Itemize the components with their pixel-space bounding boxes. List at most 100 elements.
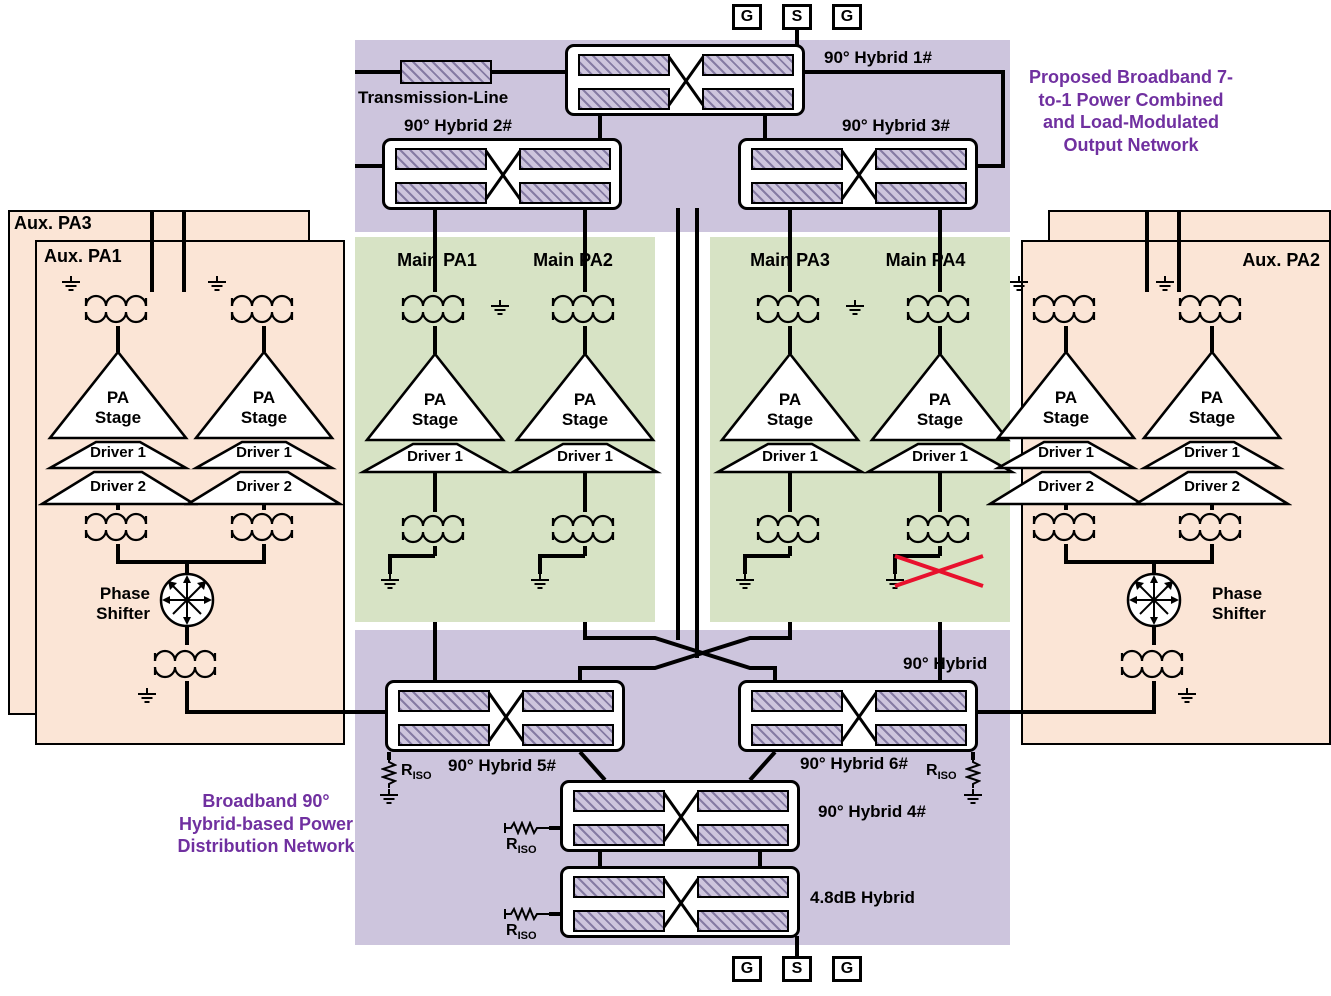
wire: [116, 504, 120, 510]
crossover-wires: [433, 622, 942, 684]
ground-icon: [1176, 688, 1198, 704]
amp-main-pa4: PA Stage Driver 1: [860, 352, 1020, 476]
wire: [598, 112, 602, 140]
driver1-label: Driver 1: [762, 448, 818, 465]
amp-aux-left-1: PA Stage Driver 1 Driver 2: [38, 350, 198, 508]
coupled-line-segment: [398, 724, 490, 746]
driver1-label: Driver 1: [1184, 444, 1240, 461]
transformer-icon: [550, 510, 620, 546]
ground-icon: [60, 276, 82, 292]
pa-stage-label: PA Stage: [240, 388, 288, 427]
hybrid-3: [738, 138, 978, 210]
transmission-line-element: [400, 60, 492, 84]
riso-sub: ISO: [517, 844, 537, 857]
riso-base: R: [926, 762, 938, 779]
wire: [788, 546, 792, 556]
transformer-icon: [550, 290, 620, 326]
transformer-icon: [755, 510, 825, 546]
hybrid-48db: [560, 866, 800, 938]
wire: [150, 210, 154, 292]
ground-icon: [734, 574, 756, 590]
coupled-line-segment: [573, 824, 665, 846]
ground-icon: [962, 789, 984, 805]
cross-coupling-icon: [667, 56, 705, 106]
hybrid2-label: 90° Hybrid 2#: [404, 116, 512, 135]
wire: [763, 112, 767, 140]
wire: [387, 752, 391, 760]
wire: [538, 554, 542, 574]
pa-stage-label: PA Stage: [916, 390, 964, 429]
wire: [938, 326, 942, 354]
wire: [355, 164, 384, 168]
phase-shifter-label-left: Phase Shifter: [96, 584, 150, 623]
riso-base: R: [506, 836, 518, 853]
ground-icon: [206, 276, 228, 292]
wire: [116, 560, 266, 564]
wire: [743, 554, 790, 558]
coupled-line-segment: [573, 910, 665, 932]
cross-coupling-icon: [662, 792, 700, 842]
wire: [1064, 544, 1068, 563]
gsg-pad-bottom-g1: G: [732, 956, 762, 982]
wire: [262, 504, 266, 510]
transformer-icon: [400, 510, 470, 546]
wire: [1152, 627, 1156, 645]
ground-icon: [379, 574, 401, 590]
riso-label: RISO: [401, 762, 432, 782]
driver2-label: Driver 2: [1184, 478, 1240, 495]
coupled-line-segment: [697, 876, 789, 898]
coupled-line-segment: [751, 182, 843, 204]
wire: [676, 208, 680, 640]
transformer-icon: [83, 290, 153, 326]
wire: [262, 544, 266, 563]
hybrid3-label: 90° Hybrid 3#: [842, 116, 950, 135]
wire: [598, 850, 602, 866]
riso-base: R: [506, 922, 518, 939]
wire: [758, 850, 762, 866]
wire: [795, 936, 799, 956]
wire: [1064, 560, 1214, 564]
coupled-line-segment: [751, 690, 843, 712]
riso-sub: ISO: [937, 770, 957, 783]
gsg-pad-top-s: S: [782, 4, 812, 30]
wire: [185, 710, 387, 714]
wire: [1145, 210, 1149, 292]
wire: [788, 326, 792, 354]
transmission-line-label: Transmission-Line: [358, 88, 509, 107]
transformer-icon: [905, 510, 975, 546]
cross-coupling-icon: [840, 692, 878, 742]
coupled-line-segment: [875, 148, 967, 170]
hybrid-4: [560, 780, 800, 852]
wire: [1064, 326, 1068, 352]
coupled-line-segment: [573, 790, 665, 812]
hybrid5-label: 90° Hybrid 5#: [448, 756, 556, 775]
riso-label: RISO: [506, 922, 537, 942]
riso-sub: ISO: [517, 930, 537, 943]
wire: [185, 560, 189, 573]
riso-sub: ISO: [412, 770, 432, 783]
wire: [116, 326, 120, 352]
coupled-line-segment: [522, 724, 614, 746]
driver1-label: Driver 1: [912, 448, 968, 465]
ground-icon: [1154, 276, 1176, 292]
coupled-line-segment: [697, 910, 789, 932]
wire: [583, 326, 587, 354]
wire: [583, 208, 587, 292]
gsg-pad-bottom-s: S: [782, 956, 812, 982]
wire: [549, 912, 562, 916]
transformer-icon: [1031, 290, 1101, 326]
hybrid6-label: 90° Hybrid 6#: [800, 754, 908, 773]
riso-label: RISO: [926, 762, 957, 782]
wire: [388, 554, 435, 558]
transformer-icon: [905, 290, 975, 326]
coupled-line-segment: [398, 690, 490, 712]
wire: [1001, 70, 1005, 168]
main-pa4-title: Main PA4: [885, 250, 966, 270]
transformer-icon: [1119, 645, 1189, 681]
hybrid-1: [565, 44, 805, 116]
main-pa2-title: Main PA2: [533, 250, 613, 270]
driver1-label: Driver 1: [407, 448, 463, 465]
amp-aux-right-2: PA Stage Driver 1 Driver 2: [1132, 350, 1292, 508]
hybrid-6: [738, 680, 978, 752]
phase-shifter-icon: [158, 571, 216, 629]
